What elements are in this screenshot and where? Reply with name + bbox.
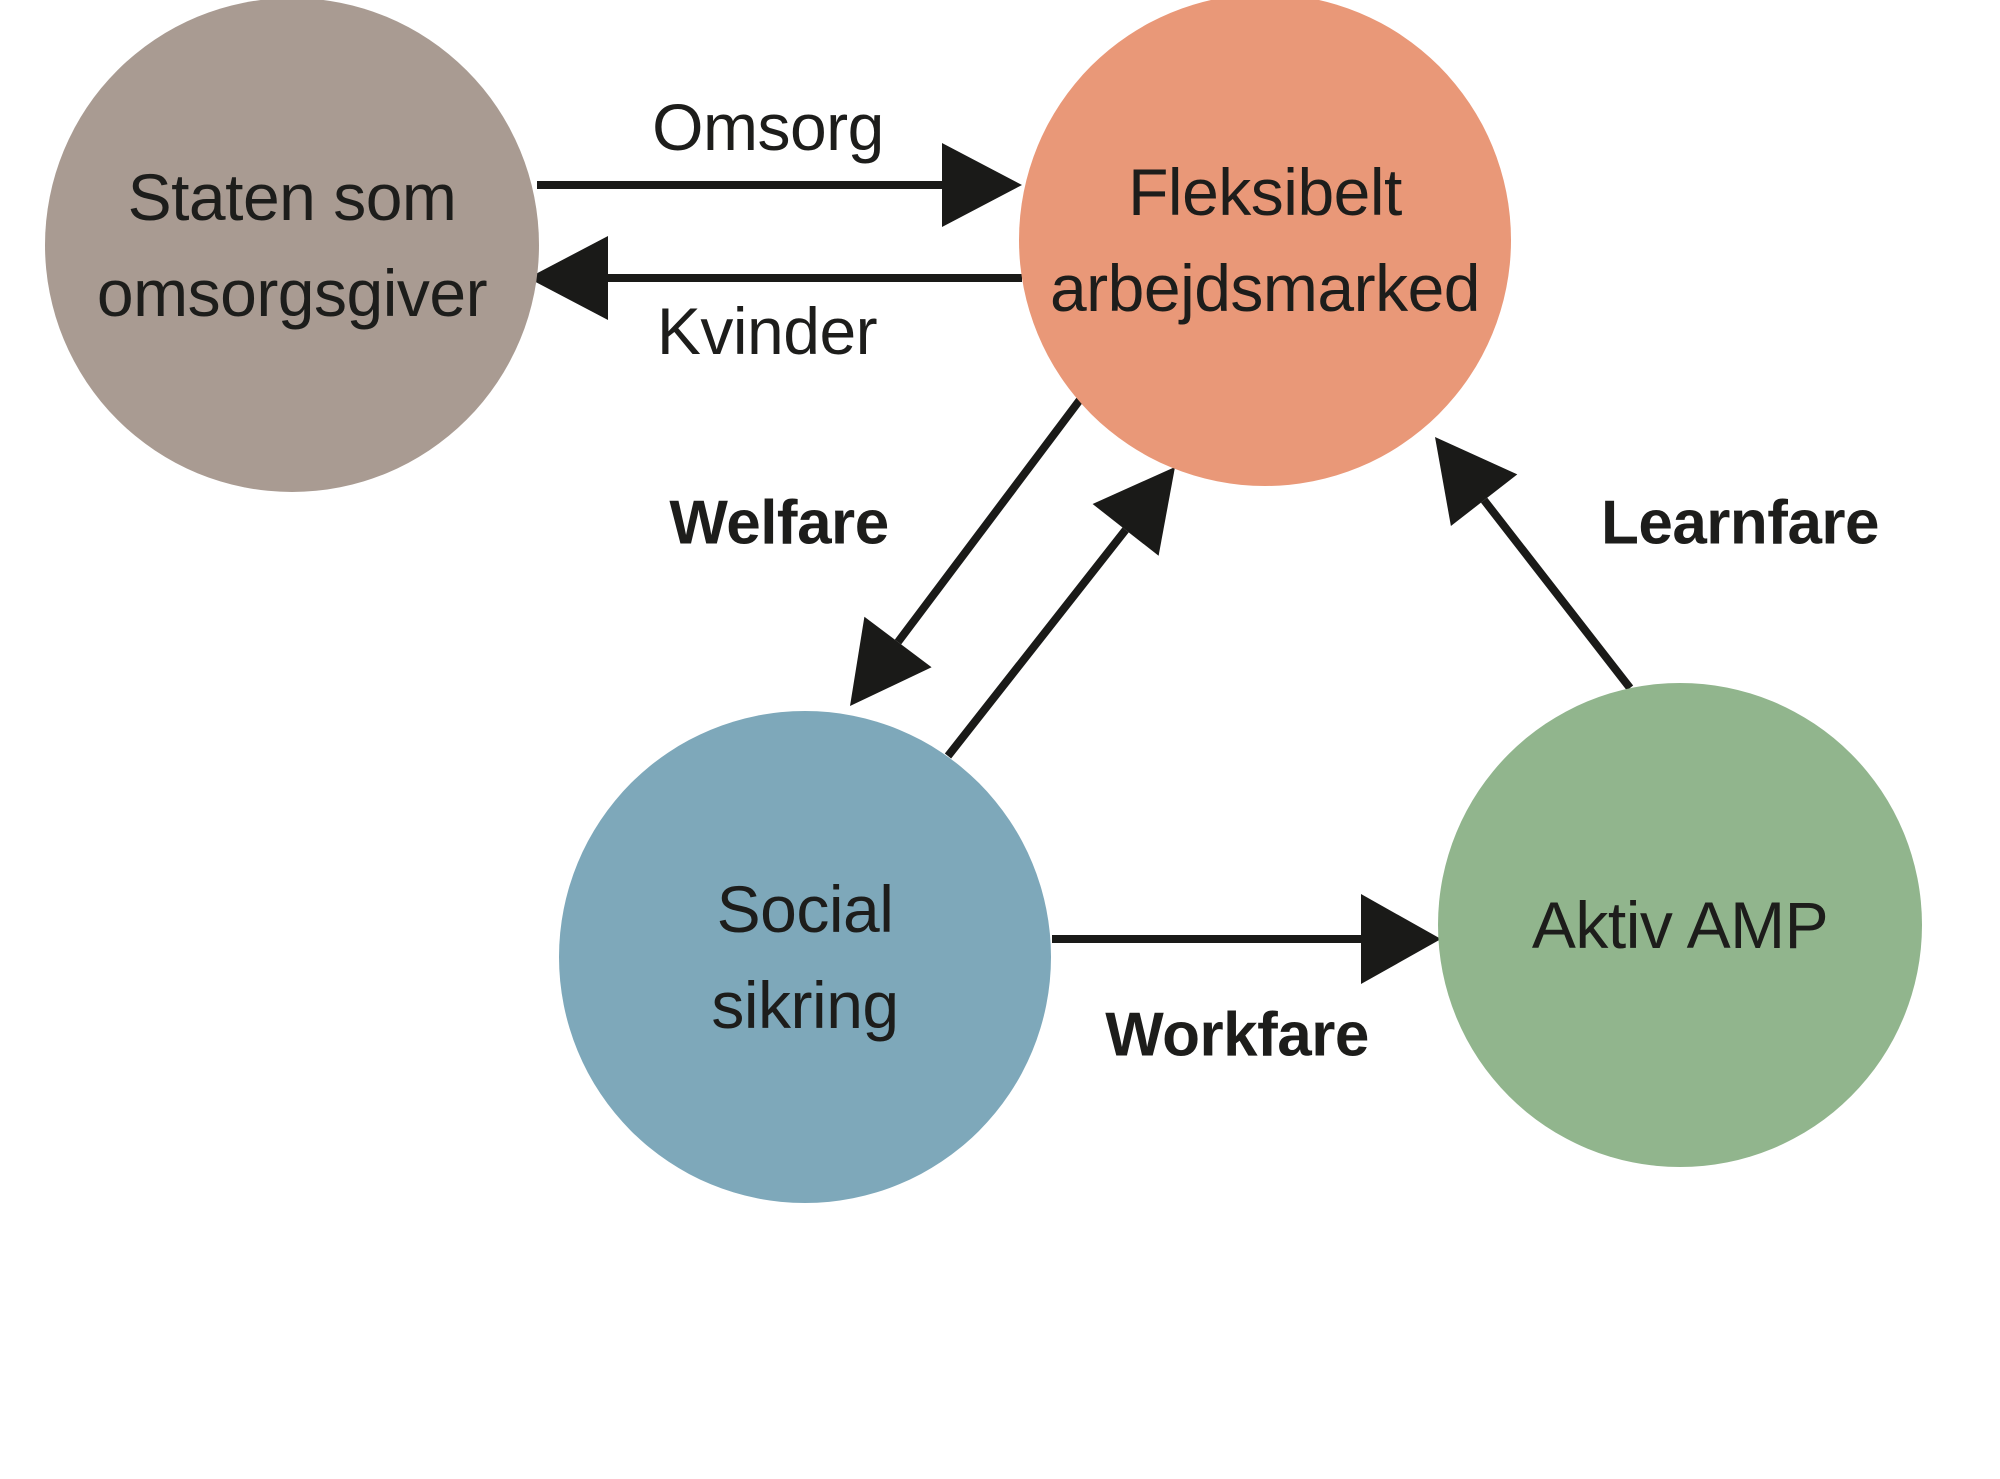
omsorg-edge-label: Omsorg: [652, 90, 884, 164]
node-aktiv-label: Aktiv AMP: [1531, 888, 1829, 962]
node-fleksibelt-label: Fleksibelt arbejdsmarked: [1049, 155, 1481, 325]
omsorg-arrow: [537, 143, 1022, 227]
learnfare-edge-label: Learnfare: [1600, 488, 1880, 558]
welfare-arrow: [850, 390, 1089, 706]
workfare-edge-label: Workfare: [1105, 1000, 1369, 1070]
node-aktiv-amp: Aktiv AMP: [1438, 683, 1922, 1167]
workfare-arrow: [1052, 894, 1441, 984]
welfare-return-arrow: [944, 467, 1175, 759]
node-fleksibelt-arbejdsmarked: Fleksibelt arbejdsmarked: [1019, 0, 1511, 486]
node-staten-som-omsorgsgiver: Staten som omsorgsgiver: [45, 0, 539, 492]
kvinder-arrow: [528, 236, 1022, 320]
welfare-edge-label: Welfare: [669, 488, 889, 558]
learnfare-arrow: [1435, 437, 1634, 691]
node-staten-label: Staten som omsorgsgiver: [96, 160, 488, 330]
node-social-sikring: Social sikring: [559, 711, 1051, 1203]
kvinder-edge-label: Kvinder: [656, 294, 878, 368]
node-social-label: Social sikring: [711, 872, 899, 1042]
